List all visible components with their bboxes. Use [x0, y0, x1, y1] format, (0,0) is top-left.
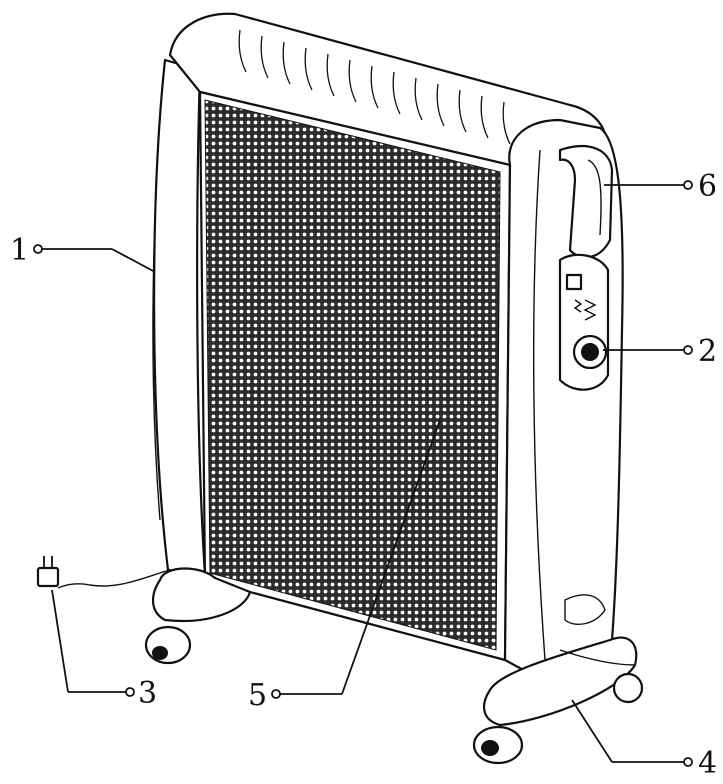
- top-grille: [168, 12, 608, 167]
- callout-6: 6: [604, 169, 717, 204]
- callout-label-5: 5: [248, 678, 267, 713]
- left-side-frame: [152, 58, 207, 577]
- callout-label-2: 2: [698, 334, 717, 369]
- front-mesh-panel: [198, 90, 512, 662]
- callout-label-1: 1: [10, 233, 29, 268]
- callout-1: 1: [10, 233, 156, 273]
- control-panel: [558, 253, 610, 391]
- callout-2: 2: [603, 334, 717, 369]
- callout-3: 3: [51, 589, 157, 711]
- callout-label-6: 6: [698, 169, 717, 204]
- callout-5: 5: [248, 419, 441, 713]
- caster-wheel: [144, 625, 644, 765]
- callout-label-4: 4: [698, 746, 717, 781]
- callout-label-3: 3: [138, 676, 157, 711]
- base-feet: [144, 567, 644, 765]
- plug-icon: [36, 556, 60, 588]
- power-cord: [36, 556, 171, 589]
- callout-4: 4: [571, 699, 717, 781]
